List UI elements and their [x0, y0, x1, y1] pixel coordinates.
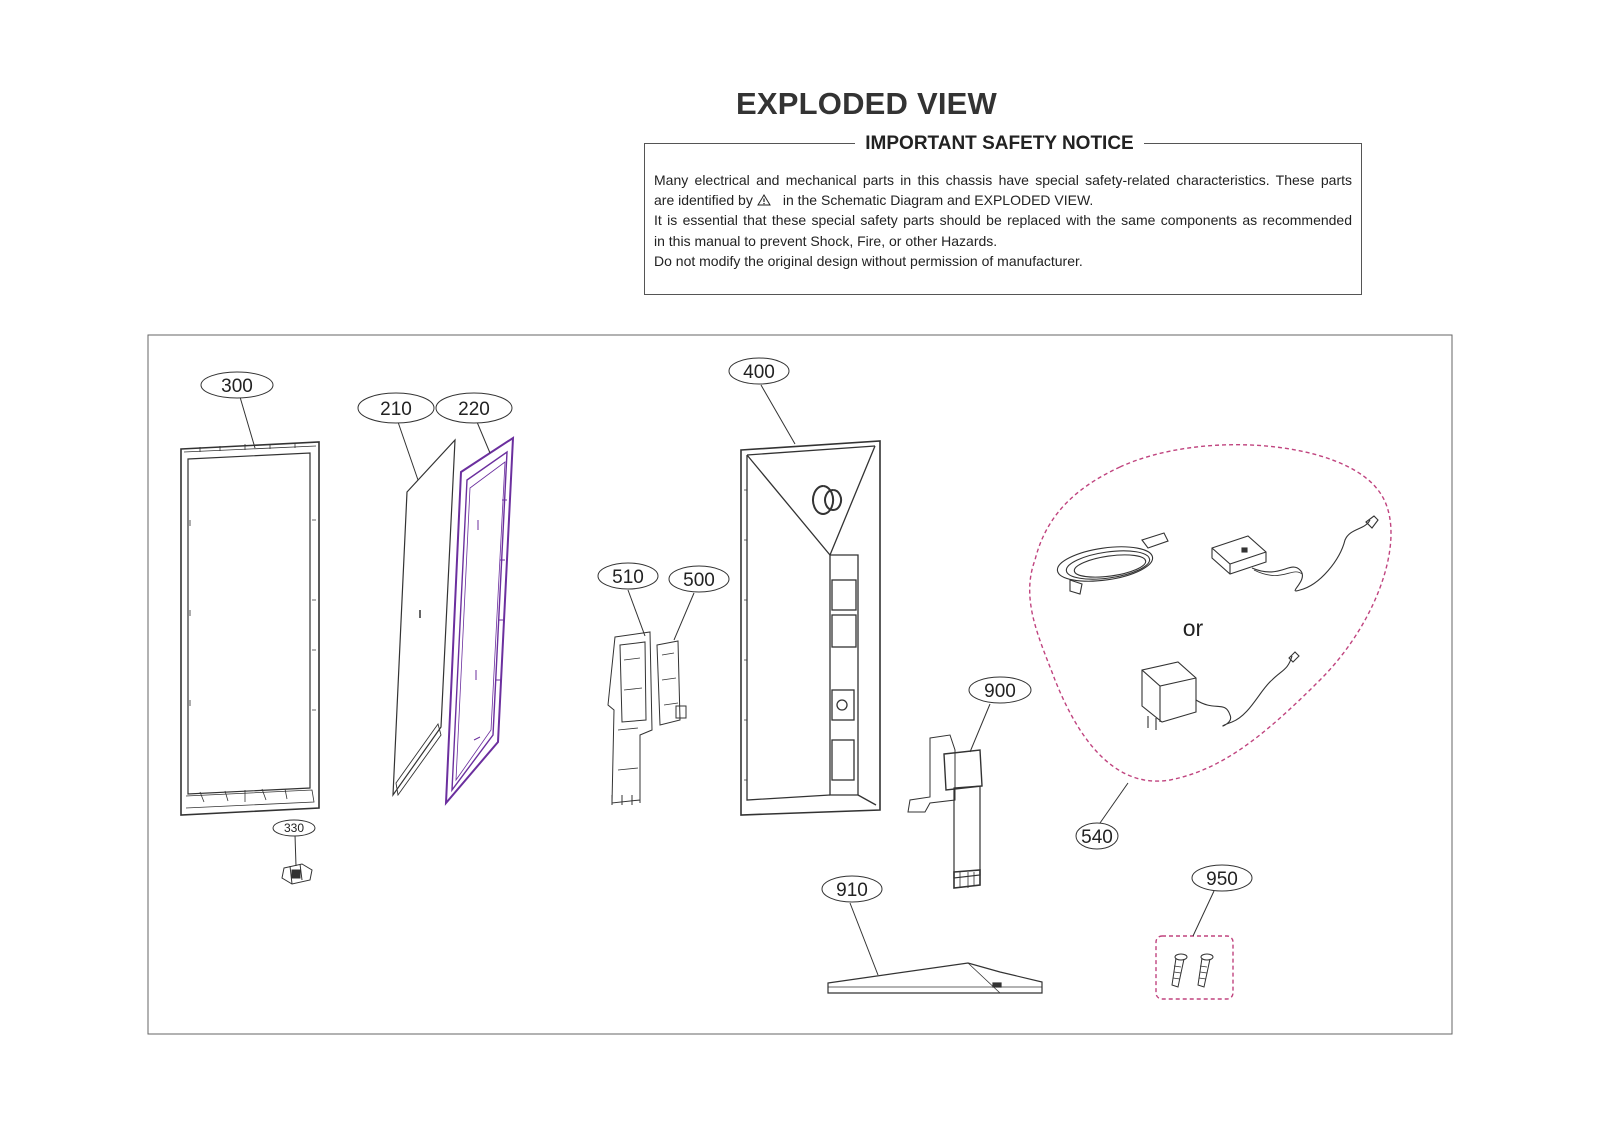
- callout-330-label: 330: [284, 821, 304, 835]
- callout-950-label: 950: [1206, 869, 1238, 890]
- callout-330: [272, 819, 316, 837]
- callout-510: [597, 562, 659, 590]
- part-900-stand-body: [907, 734, 983, 889]
- callout-510-label: 510: [612, 567, 644, 588]
- callout-500: [668, 565, 730, 593]
- callout-300-label: 300: [221, 376, 253, 397]
- notice-line-2-end: in the Schematic Diagram and EXPLODED VI…: [782, 192, 1094, 209]
- part-300-front-frame: [180, 441, 320, 816]
- callout-900: [968, 676, 1032, 704]
- leader-220: [476, 421, 491, 454]
- notice-line-3: It is essential that these special safet…: [654, 212, 1352, 229]
- power-cord-icon: [1056, 532, 1169, 595]
- part-510-board-bracket: [607, 631, 653, 805]
- part-500-board: [656, 640, 687, 726]
- callout-210-label: 210: [380, 399, 412, 420]
- screws-icon: [1171, 953, 1214, 988]
- part-540-group-outline: [1028, 444, 1392, 782]
- callout-900-label: 900: [984, 681, 1016, 702]
- part-330-bracket: [281, 863, 313, 885]
- callout-400-label: 400: [743, 362, 775, 383]
- callout-540-label: 540: [1081, 827, 1113, 848]
- leader-950: [1192, 890, 1215, 937]
- leader-900: [969, 703, 991, 753]
- part-400-back-cover: [740, 440, 881, 816]
- leader-210: [397, 421, 419, 481]
- notice-line-1: Many electrical and mechanical parts in …: [654, 172, 1352, 188]
- notice-line-2-start: are identified by: [654, 192, 753, 209]
- power-adapter-icon: [1211, 515, 1379, 592]
- callout-210: [357, 392, 435, 424]
- callout-300: [200, 371, 274, 399]
- leader-500: [673, 592, 695, 641]
- diagram-frame: [147, 334, 1453, 1035]
- safety-notice-title: IMPORTANT SAFETY NOTICE: [0, 133, 1600, 155]
- callout-220: [435, 392, 513, 424]
- leader-400: [760, 384, 796, 445]
- leader-910: [849, 902, 879, 976]
- callout-400: [728, 357, 790, 385]
- callout-910: [821, 875, 883, 903]
- part-950-group-outline: [1155, 935, 1234, 1000]
- callout-220-label: 220: [458, 399, 490, 420]
- safety-notice-body: Many electrical and mechanical parts in …: [654, 170, 1352, 271]
- leader-300: [239, 396, 256, 449]
- page-title: EXPLODED VIEW: [736, 86, 997, 121]
- notice-line-5: Do not modify the original design withou…: [654, 252, 1083, 269]
- leader-540: [1099, 782, 1129, 824]
- callout-540: [1075, 822, 1119, 850]
- callout-500-label: 500: [683, 570, 715, 591]
- callout-950: [1191, 864, 1253, 892]
- part-210-panel: [392, 438, 456, 798]
- leader-510: [627, 589, 646, 637]
- part-220-middle-cabinet: [444, 436, 515, 806]
- notice-line-2: are identified by in the Schematic Diagra…: [654, 190, 1352, 210]
- or-label: or: [1183, 615, 1204, 641]
- leader-330: [294, 834, 297, 867]
- warning-triangle-icon: [756, 194, 771, 206]
- wall-adapter-icon: [1141, 651, 1300, 730]
- callout-910-label: 910: [836, 880, 868, 901]
- part-910-stand-base: [827, 962, 1043, 994]
- notice-line-4: in this manual to prevent Shock, Fire, o…: [654, 232, 998, 249]
